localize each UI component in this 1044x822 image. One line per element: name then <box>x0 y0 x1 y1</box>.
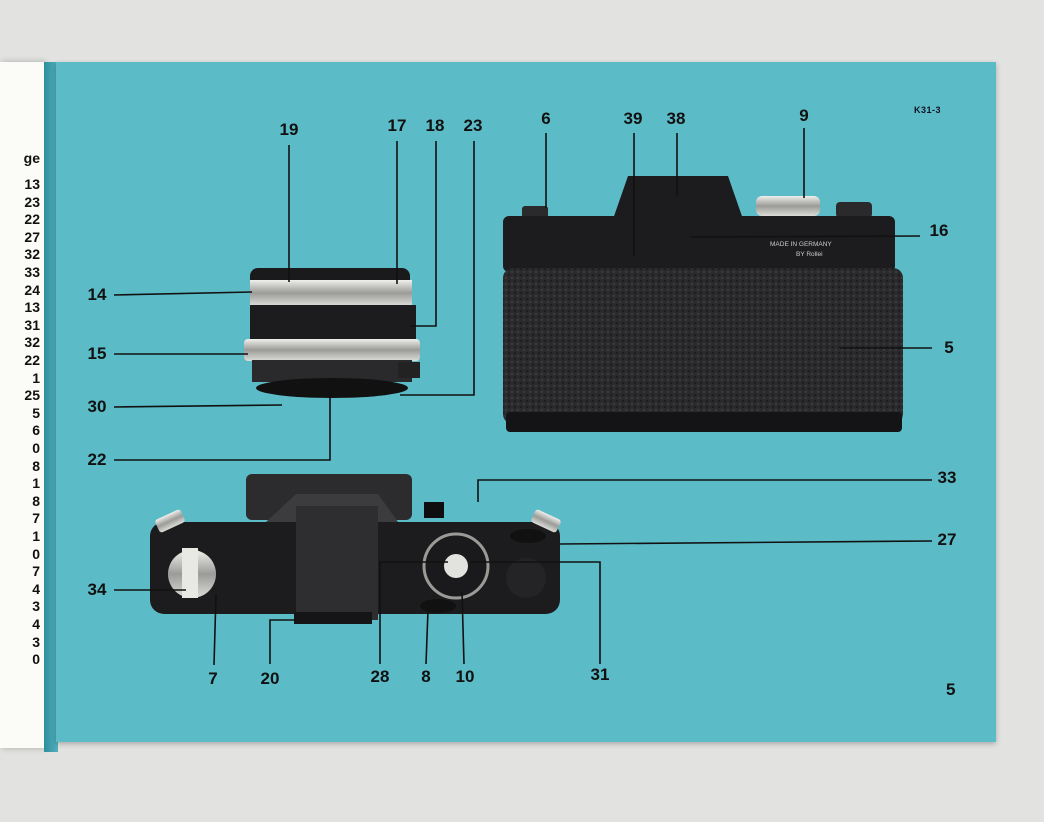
lens-illustration <box>244 268 420 398</box>
aperture-ring <box>244 339 420 361</box>
callout-number: 33 <box>937 468 957 487</box>
page-gutter <box>44 62 58 752</box>
callout-number: 28 <box>370 667 390 686</box>
callout-number: 14 <box>87 285 107 304</box>
left-page-number: 1 <box>32 475 40 492</box>
accessory-shoe <box>296 506 378 620</box>
callout-number: 18 <box>425 116 445 135</box>
left-page-number: 5 <box>32 404 40 421</box>
callout-number: 30 <box>87 397 107 416</box>
left-page-number: 31 <box>24 316 40 333</box>
left-page-number: 25 <box>24 387 40 404</box>
top-plate <box>503 216 895 272</box>
callout-number: 31 <box>590 665 610 684</box>
left-page-number: 3 <box>32 633 40 650</box>
left-page-number: 4 <box>32 580 40 597</box>
prism-housing <box>612 176 744 222</box>
left-page-number: 22 <box>24 352 40 368</box>
left-page-number: 3 <box>32 598 40 615</box>
camera-back-illustration: MADE IN GERMANY BY Rollei <box>503 176 903 432</box>
scale-barrel <box>250 305 416 341</box>
left-page-number: 33 <box>24 264 40 280</box>
leatherette-back <box>503 268 903 424</box>
callout-number: 7 <box>208 669 218 688</box>
left-page-number: 0 <box>32 651 40 668</box>
left-page-number: 1 <box>32 528 40 544</box>
left-page-number: 24 <box>24 281 40 298</box>
left-page-number: 32 <box>24 334 40 351</box>
callout-number: 17 <box>387 116 407 135</box>
callout-number: 34 <box>87 580 107 599</box>
callout-number: 16 <box>929 221 949 240</box>
left-page-number: 7 <box>32 563 40 580</box>
left-page-number: 32 <box>24 246 40 263</box>
left-page-number: 0 <box>32 440 40 456</box>
left-page-number: 6 <box>32 422 40 439</box>
callout-number: 22 <box>87 450 107 469</box>
focus-ring <box>250 280 412 306</box>
callout-number: 27 <box>937 530 957 549</box>
left-page-number: 8 <box>32 492 40 509</box>
left-page-number: 27 <box>24 228 40 245</box>
left-page-number: 0 <box>32 545 40 562</box>
callout-number: 19 <box>279 120 299 139</box>
callout-number: 20 <box>260 669 280 688</box>
left-page-number: 22 <box>24 211 40 228</box>
lens-mount <box>252 360 412 382</box>
callout-number: 15 <box>87 344 107 363</box>
callout-number: 39 <box>623 109 643 128</box>
left-page-number: 4 <box>32 616 40 632</box>
callout-number: 10 <box>455 667 475 686</box>
engraving-line-2: BY Rollei <box>796 251 823 258</box>
callout-number: 9 <box>799 106 809 125</box>
callout-number: 5 <box>944 338 954 357</box>
left-page-heading-fragment: ge <box>23 150 40 166</box>
engraving-line-1: MADE IN GERMANY <box>770 241 832 248</box>
page-number: 5 <box>946 680 956 699</box>
shutter-release <box>506 558 546 598</box>
left-page-number: 7 <box>32 510 40 527</box>
left-page-number: 13 <box>24 299 40 316</box>
left-page-number: 23 <box>24 193 40 210</box>
callout-number: 23 <box>463 116 483 135</box>
shutter-dial <box>756 196 820 216</box>
left-page-number: 8 <box>32 457 40 474</box>
camera-top-illustration <box>150 474 561 624</box>
callout-number: 8 <box>421 667 431 686</box>
left-page-number: 1 <box>32 369 40 386</box>
left-page-number: 13 <box>24 176 40 192</box>
callout-number: 6 <box>541 109 551 128</box>
leader-lines <box>113 128 933 666</box>
callout-number: 38 <box>666 109 686 128</box>
plate-code: K31-3 <box>914 105 942 115</box>
